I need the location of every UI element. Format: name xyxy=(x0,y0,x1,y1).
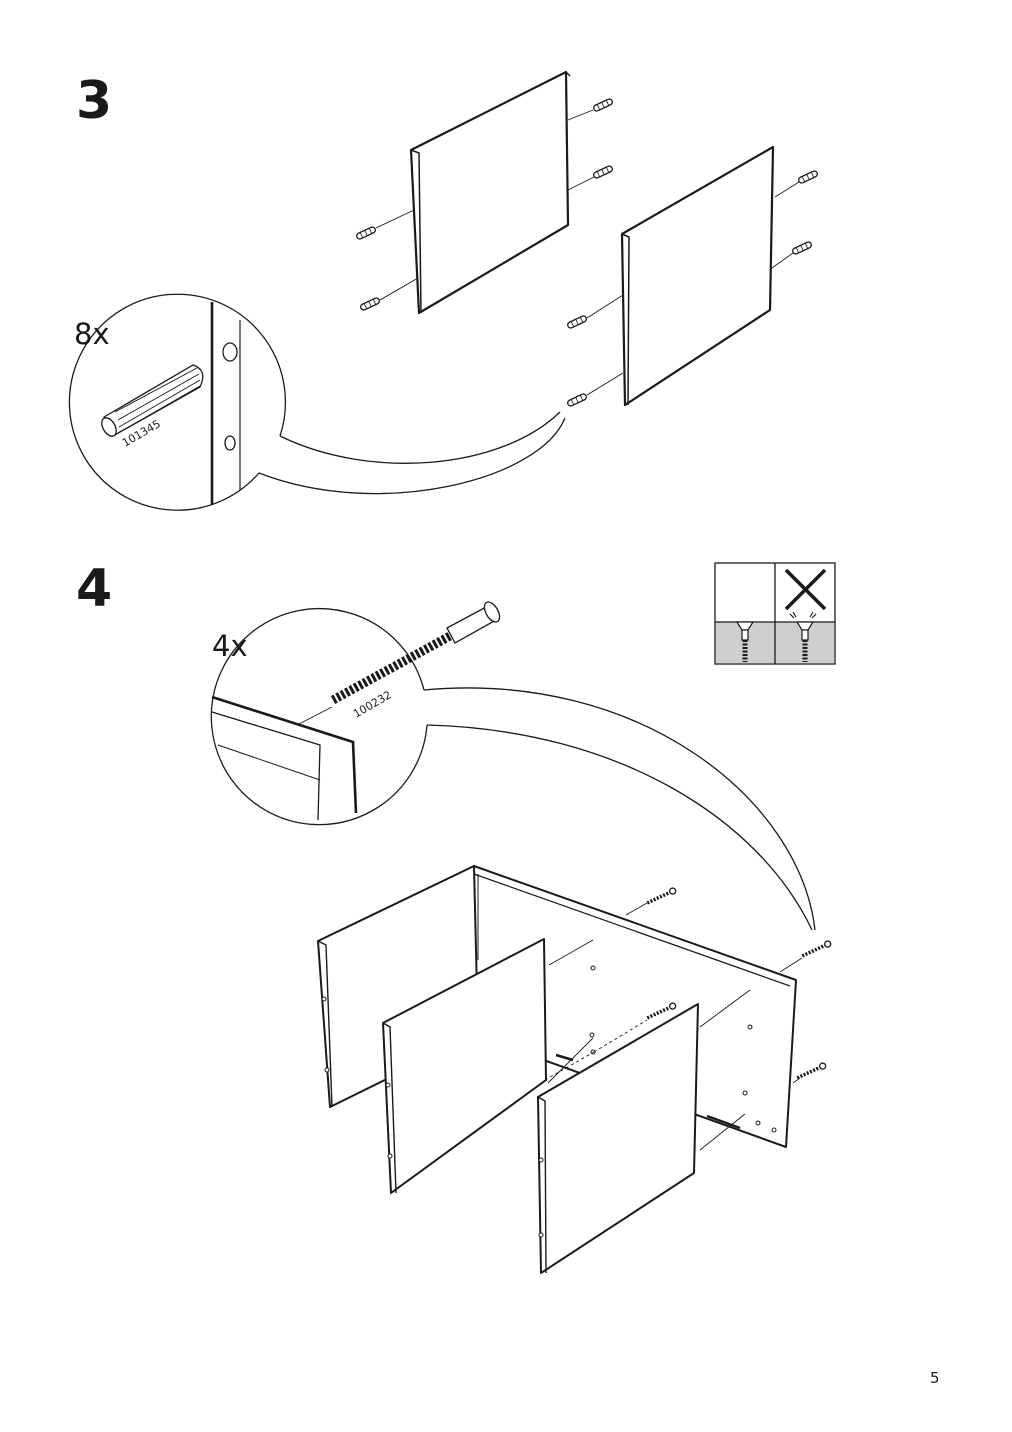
flush-screw-icon xyxy=(735,621,755,662)
step-4-number: 4 xyxy=(76,559,113,619)
step-3-guide-lines xyxy=(375,109,800,396)
step-3-quantity: 8x xyxy=(74,317,110,351)
step-4-callout xyxy=(210,607,816,931)
step-3-callout xyxy=(68,293,566,511)
cam-screw-icon xyxy=(330,601,501,704)
step-4-divider-left xyxy=(382,938,547,1194)
step-4-divider-right xyxy=(537,1003,699,1274)
step-4-part-number: 100232 xyxy=(351,688,394,720)
step-3-panel-right xyxy=(620,145,775,407)
step-3-number: 3 xyxy=(76,71,113,131)
page-number: 5 xyxy=(930,1369,940,1387)
step-4-guide-lines xyxy=(544,902,803,1151)
screw-warning-box xyxy=(714,562,836,665)
overtightened-screw-icon xyxy=(789,611,817,662)
step-4-holes xyxy=(321,965,777,1238)
dowel-icon xyxy=(101,364,204,437)
wrong-cross-icon xyxy=(784,568,827,611)
step-3-panel-left xyxy=(409,70,571,315)
